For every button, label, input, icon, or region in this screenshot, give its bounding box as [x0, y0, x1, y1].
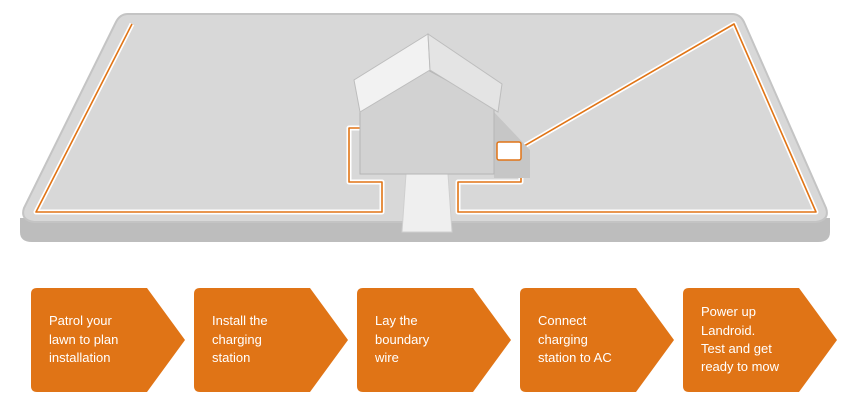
step-card-1: Patrol your lawn to plan installation: [31, 288, 185, 392]
step-card-2: Install the charging station: [194, 288, 348, 392]
chevron-arrow-icon: [31, 288, 185, 392]
charging-station: [496, 141, 522, 161]
house-roof: [353, 33, 503, 113]
step-label: Power up Landroid. Test and get ready to…: [701, 304, 780, 375]
step-label: Patrol your lawn to plan installation: [49, 313, 119, 366]
chevron-arrow-icon: [683, 288, 837, 392]
step-label: Install the charging station: [212, 313, 268, 366]
chevron-arrow-icon: [194, 288, 348, 392]
chevron-arrow-icon: [520, 288, 674, 392]
step-label: Lay the boundary wire: [375, 313, 430, 366]
step-card-4: Connect charging station to AC: [520, 288, 674, 392]
lawn-illustration: [20, 13, 830, 242]
chevron-arrow-icon: [357, 288, 511, 392]
step-card-5: Power up Landroid. Test and get ready to…: [683, 288, 837, 392]
step-label: Connect charging station to AC: [538, 313, 612, 366]
step-card-3: Lay the boundary wire: [357, 288, 511, 392]
